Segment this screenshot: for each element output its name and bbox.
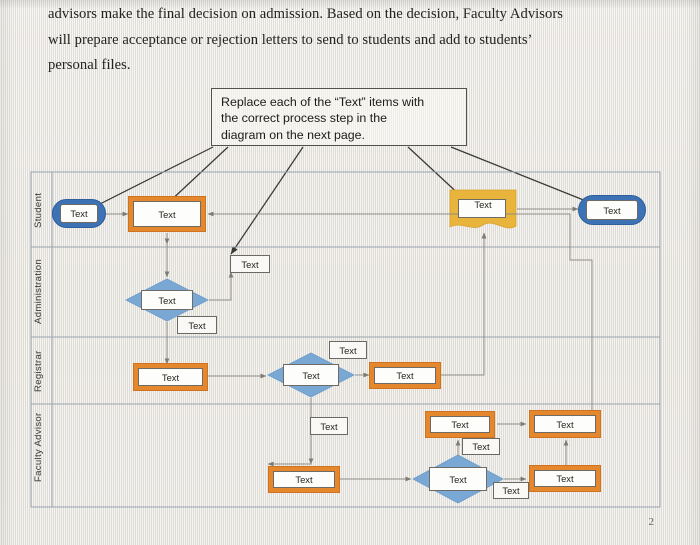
- process-inner: [534, 470, 596, 487]
- terminator-inner: [586, 200, 638, 220]
- shape-faculty-process-1[interactable]: Text: [268, 466, 340, 493]
- callout-line-3: diagram on the next page.: [221, 127, 365, 142]
- shape-label: Text: [603, 204, 621, 216]
- lane-label-registrar: Registrar: [33, 350, 44, 392]
- body-paragraph: advisors make the final decision on admi…: [48, 2, 660, 79]
- terminator-inner: [60, 204, 98, 223]
- shape-label: Text: [188, 319, 206, 331]
- shape-faculty-note-2[interactable]: Text: [462, 438, 500, 455]
- process-inner: [374, 367, 436, 384]
- conn-r4-s3: [440, 232, 487, 376]
- process-inner: [133, 201, 201, 227]
- process-inner: [138, 368, 203, 386]
- shape-end-terminator[interactable]: Text: [578, 195, 646, 225]
- shape-student-process[interactable]: Text: [128, 196, 206, 232]
- shape-faculty-process-2[interactable]: Text: [425, 411, 495, 438]
- shape-faculty-process-3[interactable]: Text: [529, 410, 601, 438]
- shape-label: Text: [295, 474, 313, 485]
- shape-registrar-note[interactable]: Text: [329, 341, 367, 359]
- conn-r2-f2: [267, 398, 312, 467]
- shape-registrar-decision[interactable]: Text: [268, 353, 354, 397]
- shape-label: Text: [556, 418, 574, 430]
- conn-a2-a1: [209, 271, 234, 301]
- lane-label-student: Student: [33, 192, 44, 228]
- lane-label-administration: Administration: [33, 259, 44, 325]
- shape-admin-note-1[interactable]: Text: [230, 255, 270, 273]
- paragraph-line-1: advisors make the final decision on admi…: [48, 6, 564, 22]
- shape-label: Text: [472, 441, 490, 452]
- shape-label: Text: [320, 420, 338, 432]
- paragraph-line-2: will prepare acceptance or rejection let…: [48, 31, 533, 48]
- shape-label: Text: [161, 371, 180, 383]
- shape-label: Text: [241, 258, 259, 270]
- decision-inner: [283, 364, 339, 386]
- shape-admin-decision[interactable]: Text: [126, 279, 208, 321]
- shape-faculty-note-1[interactable]: Text: [310, 417, 348, 435]
- document-inner: [458, 199, 506, 218]
- shape-faculty-decision[interactable]: Text: [413, 455, 503, 503]
- shape-faculty-note-3[interactable]: Text: [493, 482, 529, 499]
- callout-line-2: the correct process step in the: [221, 111, 387, 126]
- paragraph-line-3: personal files.: [48, 57, 131, 73]
- shape-label: Text: [474, 198, 492, 210]
- shape-label: Text: [158, 208, 176, 220]
- diagram-frame: [30, 171, 661, 508]
- shape-registrar-process-2[interactable]: Text: [369, 362, 441, 389]
- shape-admin-note-2[interactable]: Text: [177, 316, 217, 334]
- shape-faculty-process-4[interactable]: Text: [529, 465, 601, 492]
- shape-label: Text: [70, 208, 88, 219]
- shape-label: Text: [396, 370, 414, 381]
- shape-start-terminator[interactable]: Text: [52, 199, 106, 228]
- shape-label: Text: [556, 473, 574, 484]
- shape-label: Text: [449, 473, 467, 485]
- shape-registrar-process-1[interactable]: Text: [133, 363, 208, 391]
- shape-label: Text: [302, 369, 320, 381]
- decision-inner: [429, 467, 487, 491]
- callout-box: Replace each of the “Text” items with th…: [211, 88, 467, 146]
- conn-return-s2: [207, 211, 593, 430]
- page-number: 2: [648, 516, 655, 528]
- shape-label: Text: [502, 485, 520, 496]
- shape-student-document[interactable]: Text: [450, 190, 516, 234]
- shape-label: Text: [451, 419, 469, 430]
- process-inner: [273, 471, 335, 488]
- decision-inner: [140, 289, 194, 311]
- lane-label-faculty-advisor: Faculty Advisor: [33, 412, 44, 482]
- shape-label: Text: [339, 344, 357, 356]
- shape-label: Text: [158, 294, 176, 306]
- process-inner: [534, 415, 596, 433]
- process-inner: [430, 416, 490, 433]
- callout-line-1: Replace each of the “Text” items with: [221, 95, 425, 109]
